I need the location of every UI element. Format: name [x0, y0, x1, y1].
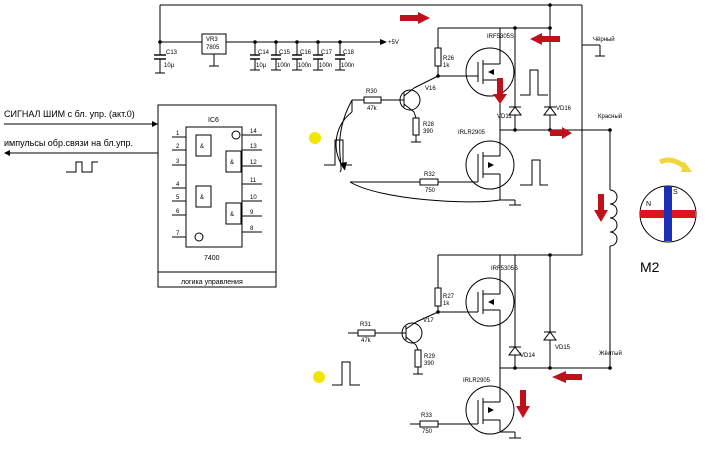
c15-value: 100n [277, 63, 290, 69]
pin-12: 12 [250, 160, 257, 166]
top-n-mosfet-part: IRLR2905 [458, 130, 486, 136]
top-p-mosfet-part: IRF5305S [487, 34, 514, 40]
pwm-signal-label: СИГНАЛ ШИМ с бл. упр. (акт.0) [4, 109, 135, 119]
r26-value: 1k [443, 63, 450, 69]
vd14-label: VD14 [520, 353, 536, 359]
r31-value: 47k [361, 338, 372, 344]
r33-value: 750 [422, 429, 433, 435]
arrow-red-3 [493, 78, 507, 104]
feedback-label: импульсы обр.связи на бл.упр. [4, 138, 133, 148]
vd15-label: VD15 [555, 345, 571, 351]
ic6-chip [185, 126, 243, 248]
r31-label: R31 [360, 322, 372, 328]
motor-coil [608, 128, 618, 370]
vr3-label: VR3 [206, 37, 218, 43]
current-arrows [400, 12, 608, 418]
pin-5: 5 [176, 195, 180, 201]
led-indicator-bottom [313, 371, 325, 383]
rotation-arrow-icon [681, 161, 692, 172]
r27-label: R27 [443, 294, 455, 300]
r31-resistor [357, 329, 376, 337]
r33-label: R33 [421, 413, 433, 419]
pin-8: 8 [250, 226, 254, 232]
arrow-red-7 [516, 390, 530, 418]
signal-labels: СИГНАЛ ШИМ с бл. упр. (акт.0) импульсы о… [4, 109, 158, 173]
pin-9: 9 [250, 210, 254, 216]
vd16-label: VD16 [556, 106, 572, 112]
pin-10: 10 [250, 195, 257, 201]
r30-resistor [363, 96, 382, 104]
v17-label: V17 [423, 318, 434, 324]
lower-half-bridge: R27 1k IRF5305S VD14 VD15 Жёлтый IRLR290… [313, 253, 622, 439]
c14-label: C14 [258, 50, 270, 56]
vd11-label: VD11 [497, 114, 512, 120]
logic-block: логика управления IC6 7400 & & & & 1 2 3… [157, 104, 277, 288]
pin-11: 11 [250, 178, 257, 184]
r26-label: R26 [443, 56, 455, 62]
arrow-red-4 [550, 127, 572, 139]
logic-caption: логика управления [181, 279, 243, 286]
magnet-north: N [646, 201, 651, 208]
supply-label: +5V [388, 40, 399, 46]
r28-value: 390 [423, 129, 434, 135]
r30-label: R30 [366, 89, 378, 95]
r30-value: 47k [367, 106, 378, 112]
c13-label: C13 [166, 50, 178, 56]
pin-7: 7 [176, 231, 180, 237]
r29-label: R29 [424, 354, 436, 360]
bottom-p-mosfet-part: IRF5305S [491, 266, 518, 272]
r27-value: 1k [443, 301, 450, 307]
bottom-n-mosfet-part: IRLR2905 [463, 378, 491, 384]
c15-label: C15 [279, 50, 291, 56]
nand-gate-1: & [200, 144, 204, 150]
nand-gate-3: & [200, 195, 204, 201]
r32-value: 750 [425, 188, 436, 194]
c18-value: 100n [341, 63, 354, 69]
r32-resistor [419, 178, 439, 186]
vr3-part: 7805 [206, 45, 220, 51]
arrow-red-1 [400, 12, 430, 24]
r28-label: R28 [423, 122, 435, 128]
r29-resistor [414, 349, 422, 368]
magnet-south: S [673, 189, 678, 196]
r29-value: 390 [424, 361, 435, 367]
black-wire-label: Чёрный [593, 36, 615, 43]
pin-4: 4 [176, 182, 180, 188]
r27-resistor [434, 287, 442, 307]
pin-6: 6 [176, 209, 180, 215]
led-indicator-top [309, 132, 321, 144]
c16-value: 100n [298, 63, 311, 69]
c16-label: C16 [300, 50, 312, 56]
r26-resistor [434, 47, 442, 67]
c13-value: 10µ [164, 63, 175, 69]
pin-3: 3 [176, 159, 180, 165]
c17-value: 100n [319, 63, 332, 69]
pin-13: 13 [250, 144, 257, 150]
c18-label: C18 [343, 50, 355, 56]
ic6-label: IC6 [208, 117, 219, 124]
upper-half-bridge: Чёрный R26 1k IRF5305S VD11 VD16 [309, 3, 622, 255]
r32-label: R32 [424, 172, 436, 178]
nand-gate-2: & [230, 160, 234, 166]
pin-2: 2 [176, 144, 180, 150]
arrow-red-2 [530, 33, 560, 45]
motor-label: M2 [640, 259, 660, 275]
nand-gate-4: & [230, 212, 234, 218]
r28-resistor [412, 117, 420, 136]
supply-section: C13 10µ VR3 7805 C14 10µ C15 100n C16 1 [154, 4, 582, 74]
arrow-red-5 [594, 194, 608, 222]
c14-value: 10µ [256, 63, 267, 69]
arrow-red-6 [552, 371, 582, 383]
r33-resistor [419, 420, 439, 428]
ic6-part: 7400 [204, 255, 220, 262]
red-wire-label: Красный [598, 113, 622, 120]
c17-label: C17 [321, 50, 333, 56]
v16-label: V16 [425, 86, 436, 92]
pin-1: 1 [176, 131, 180, 137]
motor-symbol: N S M2 [639, 157, 697, 275]
pin-14: 14 [250, 129, 257, 135]
